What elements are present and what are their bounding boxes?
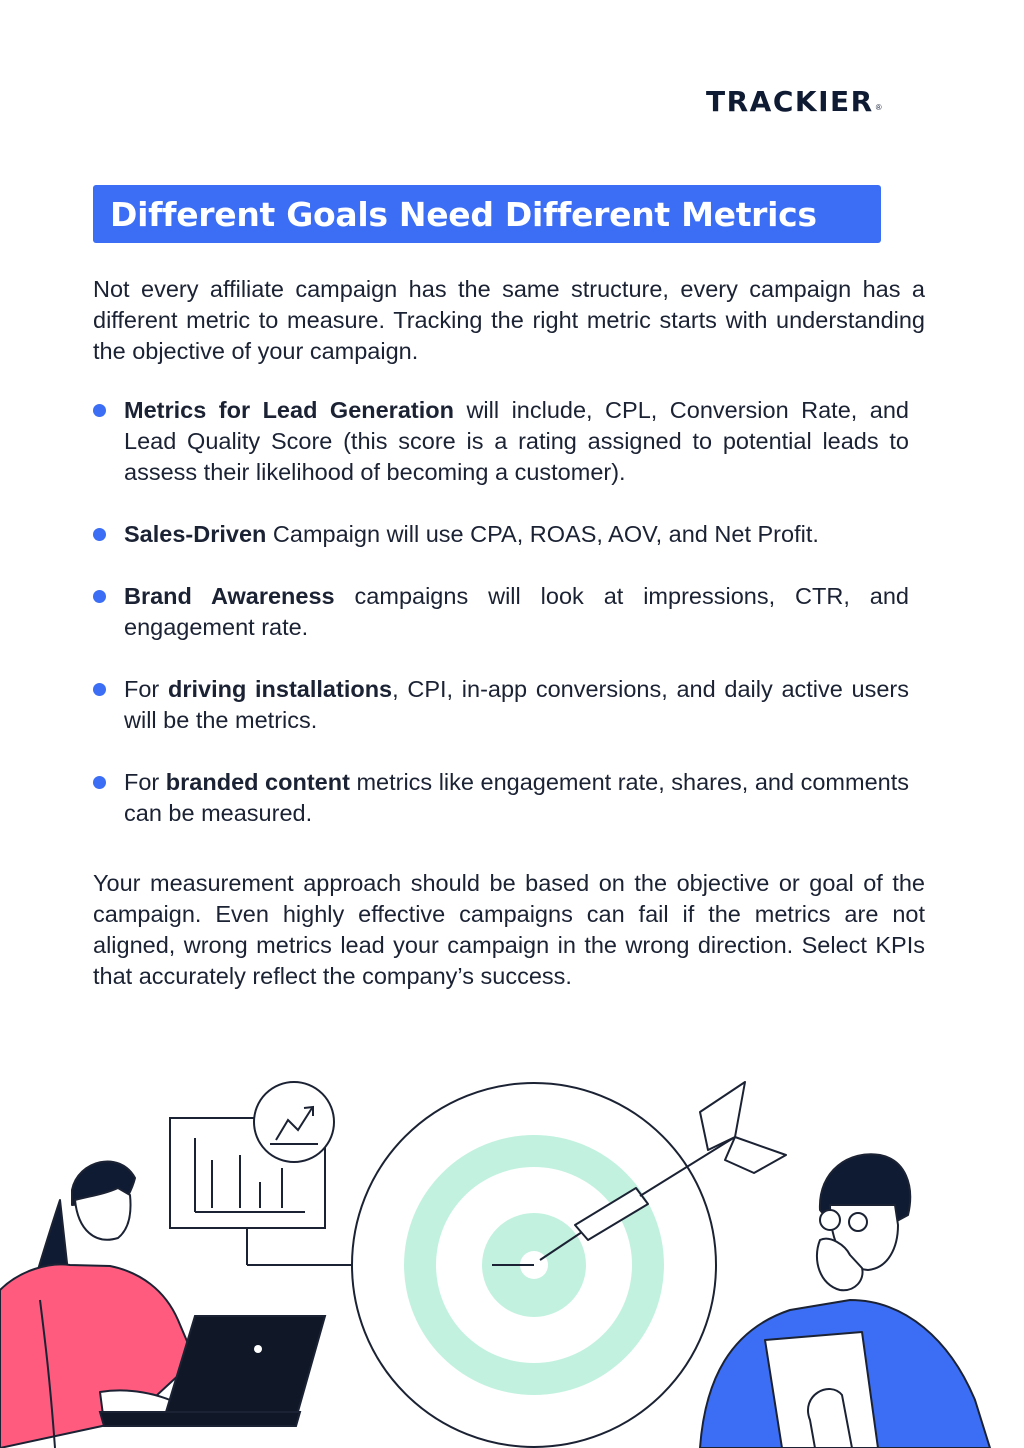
bullet-dot-icon — [93, 776, 106, 789]
bullet-strong: driving installations — [167, 676, 393, 702]
title-banner: Different Goals Need Different Metrics — [93, 185, 881, 243]
bullet-dot-icon — [93, 528, 106, 541]
list-item-lead-generation: Metrics for Lead Generation will include… — [93, 395, 909, 488]
list-item-branded-content: For branded content metrics like engagem… — [93, 767, 909, 829]
bullet-text: , CPI, in-app conversions, and daily act… — [124, 676, 910, 733]
intro-paragraph: Not every affiliate campaign has the sam… — [93, 276, 925, 364]
bullet-strong: Brand Awareness — [124, 583, 335, 609]
bullet-strong: branded content — [165, 769, 350, 795]
bullet-text: campaigns will look at impressions, CTR,… — [124, 583, 909, 640]
illustration — [0, 1081, 991, 1448]
outro-paragraph: Your measurement approach should be base… — [93, 870, 925, 989]
registered-mark: ® — [875, 103, 882, 112]
laptop — [98, 1315, 327, 1427]
bullet-text: metrics like engagement rate, shares, an… — [124, 769, 909, 826]
bullet-strong: Metrics for Lead Generation — [124, 397, 454, 423]
bullet-strong: Sales-Driven — [124, 521, 267, 547]
man-figure — [699, 1153, 991, 1448]
bullet-text: Campaign will use CPA, ROAS, AOV, and Ne… — [266, 521, 819, 547]
bullet-dot-icon — [93, 683, 106, 696]
bullet-dot-icon — [93, 404, 106, 417]
bullet-prefix: For — [124, 676, 168, 702]
list-item-driving-installations: For driving installations, CPI, in-app c… — [93, 674, 909, 736]
bullet-dot-icon — [93, 590, 106, 603]
bullet-text: will include, CPL, Conversion Rate, and … — [124, 397, 909, 485]
woman-figure — [0, 1160, 196, 1448]
bullet-prefix: For — [124, 769, 166, 795]
list-item-sales-driven: Sales-Driven Campaign will use CPA, ROAS… — [93, 519, 909, 550]
page-title: Different Goals Need Different Metrics — [110, 194, 817, 234]
target-icon — [351, 1082, 717, 1448]
trackier-logo: TRACKIER ® — [706, 80, 882, 116]
growth-chart-icon — [253, 1081, 335, 1163]
metrics-list: Metrics for Lead Generation will include… — [93, 395, 909, 829]
logo-text: TRACKIER — [706, 85, 874, 118]
dart-icon — [539, 1081, 787, 1261]
list-item-brand-awareness: Brand Awareness campaigns will look at i… — [93, 581, 909, 643]
